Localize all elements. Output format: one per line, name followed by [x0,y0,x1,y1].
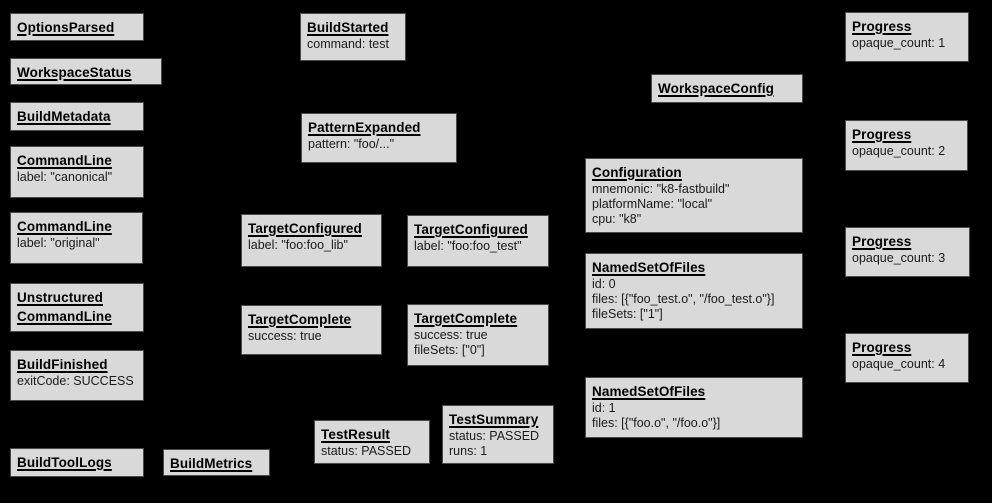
node-attr: platformName: "local" [592,197,713,211]
node-attr: opaque_count: 4 [852,357,946,371]
node-attr: label: "foo:foo_lib" [248,238,348,252]
node-attr: files: [{"foo_test.o", "/foo_test.o"}] [592,292,775,306]
node-attr: command: test [307,37,389,51]
node-build-metrics: BuildMetrics [163,449,270,476]
node-title: TargetComplete [414,311,518,326]
node-workspace-config: WorkspaceConfig [651,74,803,103]
node-title: NamedSetOfFiles [592,260,706,275]
node-target-complete-lib: TargetComplete success: true [241,305,382,355]
node-build-finished: BuildFinished exitCode: SUCCESS [10,350,144,401]
node-attr: success: true [414,328,488,342]
node-target-configured-test: TargetConfigured label: "foo:foo_test" [407,215,549,267]
node-attr: status: PASSED [321,444,412,458]
node-title: WorkspaceConfig [658,81,775,96]
node-title: OptionsParsed [17,20,115,35]
node-workspace-status: WorkspaceStatus [10,58,162,85]
node-command-line-canonical: CommandLine label: "canonical" [10,146,144,198]
node-attr: runs: 1 [449,444,488,458]
node-title: Progress [852,340,912,355]
node-attr: label: "canonical" [17,170,113,184]
node-title: PatternExpanded [308,120,421,135]
node-title: TargetConfigured [414,222,528,237]
node-build-tool-logs: BuildToolLogs [10,448,144,477]
node-configuration: Configuration mnemonic: "k8-fastbuild"pla… [585,158,803,233]
node-progress-3: Progress opaque_count: 3 [845,227,970,277]
node-title: BuildMetadata [17,109,111,124]
node-title: Configuration [592,165,682,180]
node-build-metadata: BuildMetadata [10,102,144,131]
node-progress-1: Progress opaque_count: 1 [845,12,969,62]
node-title: BuildToolLogs [17,455,112,470]
node-attr: id: 1 [592,401,616,415]
node-progress-4: Progress opaque_count: 4 [845,333,969,383]
node-attr: fileSets: ["1"] [592,307,663,321]
node-title: Progress [852,19,912,34]
node-title: NamedSetOfFiles [592,384,706,399]
node-title: Unstructured [17,290,103,305]
node-test-result: TestResult status: PASSED [314,420,430,464]
node-pattern-expanded: PatternExpanded pattern: "foo/..." [301,113,457,163]
node-title: Progress [852,234,912,249]
node-attr: fileSets: ["0"] [414,343,485,357]
node-attr: success: true [248,329,322,343]
node-attr: status: PASSED [449,429,540,443]
node-progress-2: Progress opaque_count: 2 [845,120,968,171]
node-title: TestResult [321,427,391,442]
node-attr: opaque_count: 2 [852,144,946,158]
node-title: TargetConfigured [248,221,362,236]
node-title: BuildMetrics [170,456,253,471]
node-attr: opaque_count: 1 [852,36,946,50]
node-title: TargetComplete [248,312,352,327]
node-title: BuildFinished [17,357,108,372]
node-title: CommandLine [17,219,112,234]
node-attr: exitCode: SUCCESS [17,374,134,388]
node-title: CommandLine [17,153,112,168]
node-target-configured-lib: TargetConfigured label: "foo:foo_lib" [241,214,382,267]
node-attr: label: "foo:foo_test" [414,239,522,253]
node-title: TestSummary [449,412,539,427]
node-attr: pattern: "foo/..." [308,137,395,151]
node-title: Progress [852,127,912,142]
node-title: WorkspaceStatus [17,65,132,80]
node-attr: label: "original" [17,236,100,250]
node-title: CommandLine [17,309,112,324]
node-options-parsed: OptionsParsed [10,13,144,41]
node-build-started: BuildStarted command: test [300,13,406,61]
node-command-line-original: CommandLine label: "original" [10,212,143,264]
node-attr: id: 0 [592,277,616,291]
node-attr: cpu: "k8" [592,212,642,226]
node-attr: opaque_count: 3 [852,251,946,265]
node-attr: files: [{"foo.o", "/foo.o"}] [592,416,721,430]
node-title: BuildStarted [307,20,389,35]
node-attr: mnemonic: "k8-fastbuild" [592,182,730,196]
